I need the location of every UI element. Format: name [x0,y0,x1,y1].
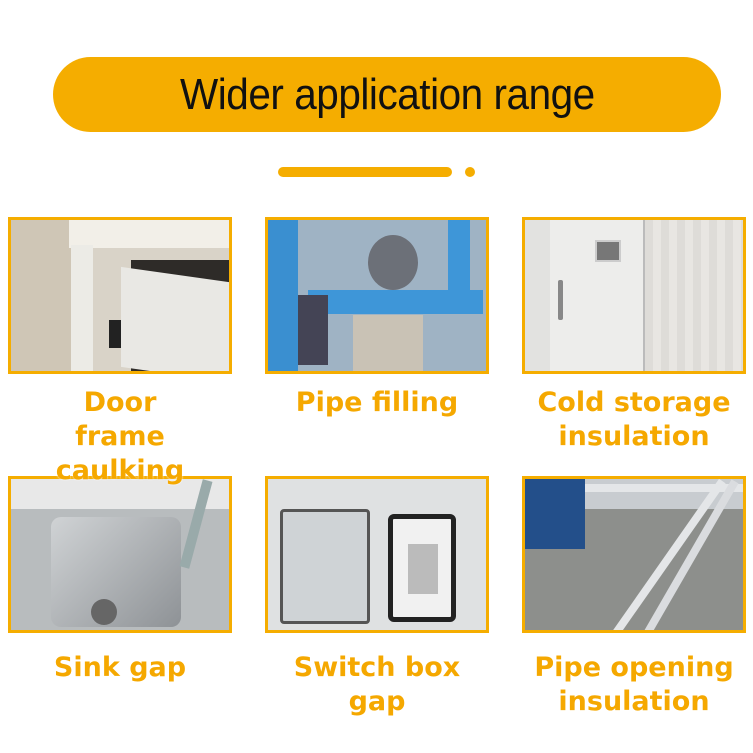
label-pipe-filling: Pipe filling [295,387,459,418]
label-cold-storage: Cold storage insulation [537,387,731,452]
photo-sink [8,476,232,633]
label-sink-gap: Sink gap [53,652,187,683]
divider-bar [278,167,452,177]
label-pipe-opening: Pipe opening insulation [534,652,734,717]
photo-switch-box [265,476,489,633]
label-switch-box: Switch box gap [293,652,461,717]
divider-dot [465,167,475,177]
photo-insulated-pipes [522,476,746,633]
photo-pipes [265,217,489,374]
title-banner: Wider application range [53,57,721,132]
label-door-frame: Door frame caulking [55,387,185,486]
photo-cold-storage-door [522,217,746,374]
page-title: Wider application range [179,69,595,119]
photo-door-frame [8,217,232,374]
